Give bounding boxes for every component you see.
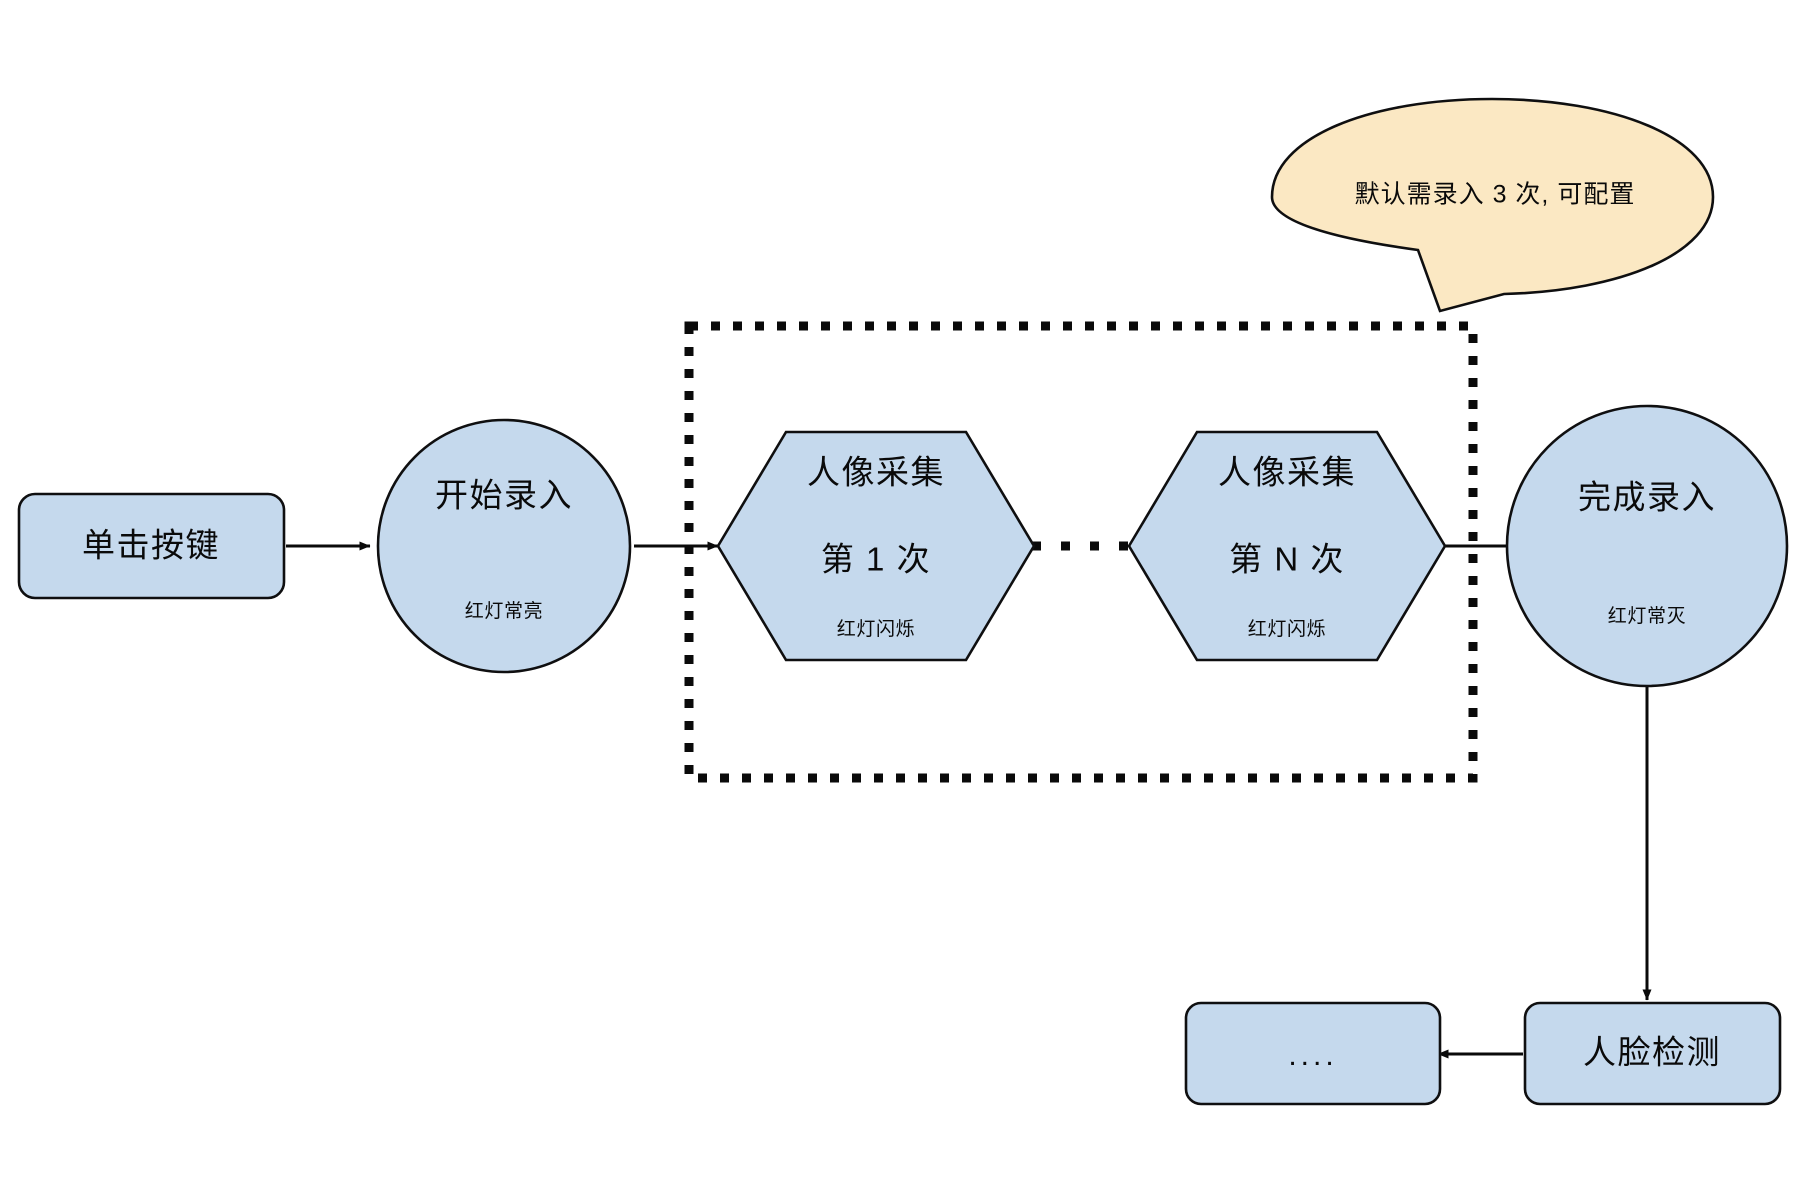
capture-first-shape[interactable]: [716, 430, 1036, 662]
loop-group-border: [684, 321, 1478, 783]
node-more-steps[interactable]: ....: [1184, 1001, 1442, 1106]
capture-nth-label: 人像采集: [1218, 454, 1356, 491]
start-enroll-sublabel: 红灯常亮: [465, 600, 543, 622]
callout-bubble[interactable]: 默认需录入 3 次, 可配置: [1270, 97, 1715, 313]
node-start-enroll[interactable]: 开始录入 红灯常亮: [376, 418, 632, 674]
face-detect-label: 人脸检测: [1583, 1034, 1721, 1071]
capture-first-sublabel: 红灯闪烁: [837, 618, 915, 640]
capture-nth-sublabel: 红灯闪烁: [1248, 618, 1326, 640]
callout-bubble-text: 默认需录入 3 次, 可配置: [1355, 181, 1636, 209]
finish-enroll-label: 完成录入: [1578, 479, 1716, 516]
more-steps-shape[interactable]: [1184, 1001, 1442, 1106]
node-capture-nth[interactable]: 人像采集 第 N 次 红灯闪烁: [1127, 430, 1447, 662]
node-face-detect[interactable]: 人脸检测: [1523, 1001, 1782, 1106]
node-finish-enroll[interactable]: 完成录入 红灯常灭: [1505, 404, 1789, 688]
finish-enroll-sublabel: 红灯常灭: [1608, 605, 1686, 627]
click-key-label: 单击按键: [82, 527, 220, 564]
node-capture-first[interactable]: 人像采集 第 1 次 红灯闪烁: [716, 430, 1036, 662]
capture-first-label-2: 第 1 次: [821, 541, 931, 578]
finish-enroll-shape[interactable]: [1505, 404, 1789, 688]
node-click-key[interactable]: 单击按键: [17, 492, 286, 600]
capture-nth-label-2: 第 N 次: [1229, 541, 1345, 578]
start-enroll-shape[interactable]: [376, 418, 632, 674]
capture-nth-shape[interactable]: [1127, 430, 1447, 662]
click-key-shape[interactable]: [17, 492, 286, 600]
callout-bubble-shape[interactable]: [1270, 97, 1715, 313]
capture-first-label: 人像采集: [807, 454, 945, 491]
more-steps-label: ....: [1288, 1039, 1337, 1072]
face-detect-shape[interactable]: [1523, 1001, 1782, 1106]
start-enroll-label: 开始录入: [435, 477, 573, 514]
